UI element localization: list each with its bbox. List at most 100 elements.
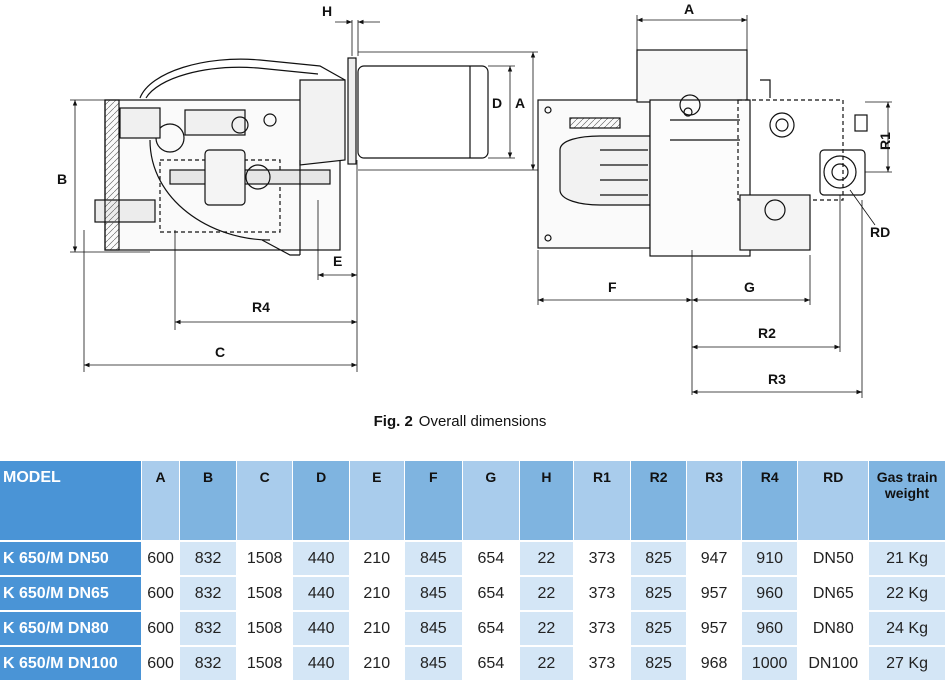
figure-caption-text: Overall dimensions bbox=[418, 413, 547, 430]
cell-c: 1508 bbox=[236, 575, 294, 611]
cell-g: 654 bbox=[462, 575, 520, 611]
header-a: A bbox=[141, 461, 181, 541]
cell-rd: DN50 bbox=[797, 540, 870, 576]
header-r4: R4 bbox=[741, 461, 799, 541]
cell-d: 440 bbox=[292, 575, 350, 611]
cell-h: 22 bbox=[519, 575, 575, 611]
dimensions-table: MODEL A B C D E F G H R1 R2 R3 R4 RD Gas… bbox=[0, 461, 946, 680]
dim-label-r2: R2 bbox=[758, 325, 776, 341]
header-r1: R1 bbox=[573, 461, 631, 541]
table-header-row: MODEL A B C D E F G H R1 R2 R3 R4 RD Gas… bbox=[0, 461, 946, 541]
dim-label-g: G bbox=[744, 279, 755, 295]
cell-r2: 825 bbox=[630, 540, 688, 576]
cell-r2: 825 bbox=[630, 645, 688, 680]
table-row: K 650/M DN65 600 832 1508 440 210 845 65… bbox=[0, 575, 946, 611]
cell-b: 832 bbox=[179, 645, 237, 680]
cell-h: 22 bbox=[519, 610, 575, 646]
front-view-dimensions bbox=[537, 15, 892, 398]
cell-e: 210 bbox=[349, 575, 405, 611]
table-row: K 650/M DN80 600 832 1508 440 210 845 65… bbox=[0, 610, 946, 646]
dim-label-b: B bbox=[57, 171, 67, 187]
header-c: C bbox=[236, 461, 294, 541]
cell-e: 210 bbox=[349, 540, 405, 576]
cell-f: 845 bbox=[404, 610, 464, 646]
header-model: MODEL bbox=[0, 461, 142, 541]
cell-r4: 1000 bbox=[741, 645, 799, 680]
cell-gas-train-weight: 22 Kg bbox=[868, 575, 946, 611]
dim-label-h: H bbox=[322, 3, 332, 19]
dim-label-r4: R4 bbox=[252, 299, 270, 315]
cell-r1: 373 bbox=[573, 645, 631, 680]
dim-label-d: D bbox=[492, 95, 502, 111]
cell-c: 1508 bbox=[236, 540, 294, 576]
header-rd: RD bbox=[797, 461, 870, 541]
cell-b: 832 bbox=[179, 610, 237, 646]
header-r2: R2 bbox=[630, 461, 688, 541]
header-g: G bbox=[462, 461, 520, 541]
dim-label-r3: R3 bbox=[768, 371, 786, 387]
overall-dimensions-drawing: H B D A E R4 C A R1 RD F G R2 R3 bbox=[57, 1, 893, 398]
cell-a: 600 bbox=[141, 575, 181, 611]
cell-gas-train-weight: 21 Kg bbox=[868, 540, 946, 576]
cell-d: 440 bbox=[292, 540, 350, 576]
cell-model: K 650/M DN100 bbox=[0, 645, 142, 680]
dim-label-c: C bbox=[215, 344, 225, 360]
figure-caption: Fig. 2 Overall dimensions bbox=[0, 413, 920, 430]
cell-r4: 910 bbox=[741, 540, 799, 576]
cell-rd: DN100 bbox=[797, 645, 870, 680]
cell-r4: 960 bbox=[741, 610, 799, 646]
cell-b: 832 bbox=[179, 540, 237, 576]
cell-r4: 960 bbox=[741, 575, 799, 611]
cell-r3: 947 bbox=[686, 540, 742, 576]
dim-label-e: E bbox=[333, 253, 342, 269]
dim-label-rd: RD bbox=[870, 224, 890, 240]
figure-number: Fig. 2 bbox=[373, 413, 413, 430]
cell-e: 210 bbox=[349, 645, 405, 680]
cell-f: 845 bbox=[404, 540, 464, 576]
cell-d: 440 bbox=[292, 645, 350, 680]
cell-model: K 650/M DN50 bbox=[0, 540, 142, 576]
header-gas-train-weight: Gas train weight bbox=[868, 461, 946, 541]
header-h: H bbox=[519, 461, 575, 541]
cell-r1: 373 bbox=[573, 575, 631, 611]
cell-a: 600 bbox=[141, 645, 181, 680]
cell-model: K 650/M DN65 bbox=[0, 575, 142, 611]
cell-f: 845 bbox=[404, 645, 464, 680]
table-row: K 650/M DN100 600 832 1508 440 210 845 6… bbox=[0, 645, 946, 680]
side-view-dimensions bbox=[70, 19, 538, 372]
front-view bbox=[537, 49, 868, 257]
cell-r1: 373 bbox=[573, 540, 631, 576]
dim-label-f: F bbox=[608, 279, 617, 295]
cell-c: 1508 bbox=[236, 610, 294, 646]
cell-f: 845 bbox=[404, 575, 464, 611]
cell-r3: 968 bbox=[686, 645, 742, 680]
cell-r2: 825 bbox=[630, 575, 688, 611]
cell-e: 210 bbox=[349, 610, 405, 646]
header-r3: R3 bbox=[686, 461, 742, 541]
cell-g: 654 bbox=[462, 540, 520, 576]
table-row: K 650/M DN50 600 832 1508 440 210 845 65… bbox=[0, 540, 946, 576]
dim-label-r1: R1 bbox=[877, 132, 893, 150]
dim-label-a-front: A bbox=[684, 1, 694, 17]
cell-gas-train-weight: 24 Kg bbox=[868, 610, 946, 646]
cell-r1: 373 bbox=[573, 610, 631, 646]
header-e: E bbox=[349, 461, 405, 541]
cell-c: 1508 bbox=[236, 645, 294, 680]
cell-rd: DN80 bbox=[797, 610, 870, 646]
dim-label-a-side: A bbox=[515, 95, 525, 111]
cell-gas-train-weight: 27 Kg bbox=[868, 645, 946, 680]
cell-r3: 957 bbox=[686, 610, 742, 646]
header-d: D bbox=[292, 461, 350, 541]
cell-model: K 650/M DN80 bbox=[0, 610, 142, 646]
cell-b: 832 bbox=[179, 575, 237, 611]
cell-a: 600 bbox=[141, 540, 181, 576]
cell-h: 22 bbox=[519, 540, 575, 576]
side-view bbox=[94, 57, 489, 256]
cell-h: 22 bbox=[519, 645, 575, 680]
cell-d: 440 bbox=[292, 610, 350, 646]
cell-r2: 825 bbox=[630, 610, 688, 646]
header-b: B bbox=[179, 461, 237, 541]
cell-rd: DN65 bbox=[797, 575, 870, 611]
cell-a: 600 bbox=[141, 610, 181, 646]
header-f: F bbox=[404, 461, 464, 541]
